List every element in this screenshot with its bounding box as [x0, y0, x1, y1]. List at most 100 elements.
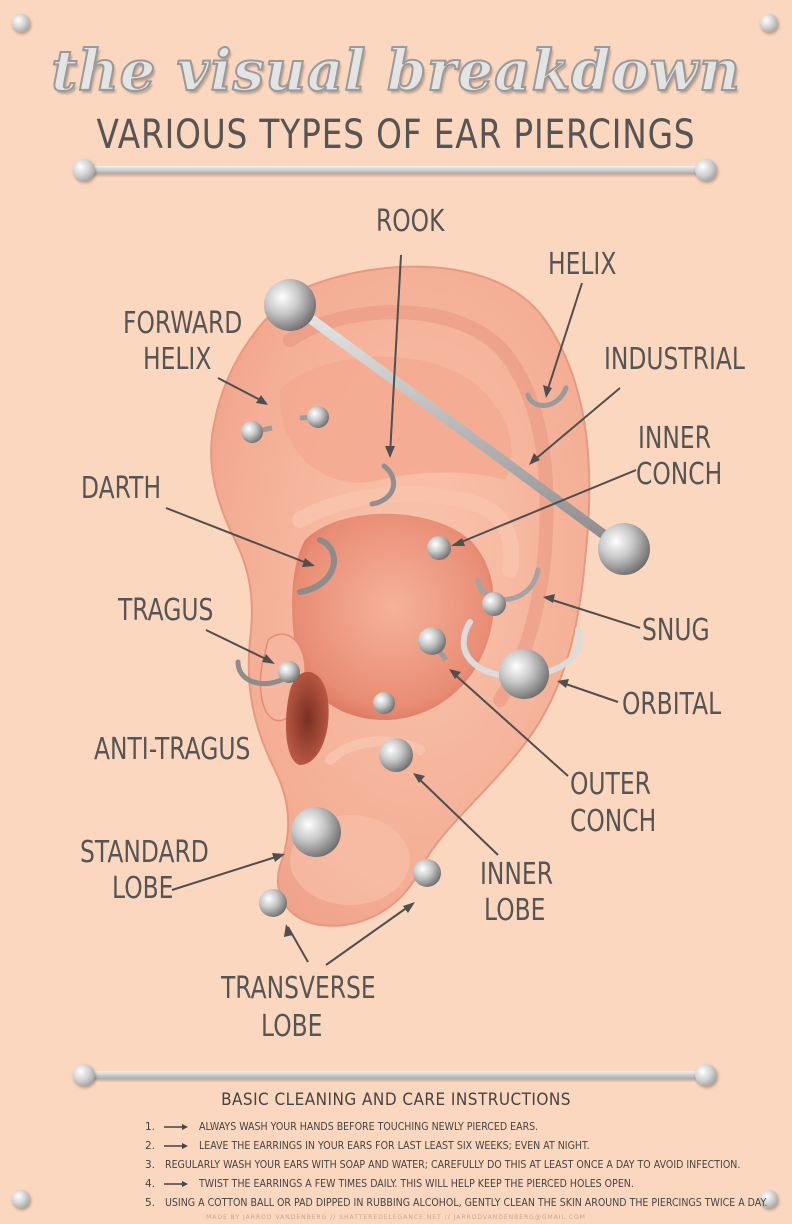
care-item-number: 2. [145, 1139, 156, 1152]
arrowhead-helix [543, 385, 552, 398]
concha-bowl [292, 513, 494, 720]
label-standard-lobe-line2: LOBE [112, 871, 174, 906]
top-divider-bar [86, 166, 706, 174]
arrowhead-forward-helix [256, 395, 268, 405]
label-inner-conch-line2: CONCH [636, 457, 723, 492]
helix-ring [525, 385, 569, 408]
leader-orbital [559, 681, 619, 703]
rook-ring [369, 463, 396, 507]
label-forward-helix-line1: FORWARD [123, 306, 243, 341]
care-item-text: TWIST THE EARRINGS A FEW TIMES DAILY. TH… [199, 1177, 634, 1190]
label-inner-lobe-line1: INNER [480, 857, 553, 892]
snug-ring [475, 567, 541, 602]
antihelix-ridge [292, 486, 520, 578]
leader-arrowheads [256, 385, 569, 937]
bottom-divider-ball-left [73, 1064, 95, 1086]
arrowhead-transverse-left [284, 924, 293, 937]
label-outer-conch-line2: CONCH [570, 804, 657, 839]
label-inner-lobe-line2: LOBE [484, 893, 546, 928]
leader-snug [545, 597, 641, 629]
tragus-ball [278, 661, 300, 683]
forward-helix-stud-1 [241, 421, 263, 443]
arrowhead-inner-conch [451, 538, 465, 546]
industrial-ball-bottom [598, 523, 650, 575]
leader-helix [545, 282, 583, 396]
label-industrial: INDUSTRIAL [604, 342, 745, 377]
anti-tragus-stud [373, 692, 395, 714]
leader-inner-conch [453, 469, 637, 546]
bottom-divider-bar [86, 1071, 706, 1079]
label-transverse-lobe-line1: TRANSVERSE [221, 971, 376, 1006]
arrow-right-icon [164, 1123, 188, 1130]
care-item: 3. REGULARLY WASH YOUR EARS WITH SOAP AN… [145, 1155, 755, 1174]
arrowhead-snug [543, 594, 555, 603]
corner-screw-bottom-left [12, 1190, 30, 1208]
care-item-text: REGULARLY WASH YOUR EARS WITH SOAP AND W… [165, 1158, 741, 1171]
care-item: 4. TWIST THE EARRINGS A FEW TIMES DAILY.… [145, 1174, 755, 1193]
care-item-number: 5. [145, 1196, 156, 1209]
arrow-right-icon [164, 1180, 188, 1187]
page-title: VARIOUS TYPES OF EAR PIERCINGS [96, 112, 696, 158]
label-outer-conch-line1: OUTER [570, 767, 651, 802]
label-darth: DARTH [81, 471, 162, 506]
care-item-number: 3. [145, 1158, 156, 1171]
arrowhead-inner-lobe [413, 773, 425, 783]
orbital-ball [499, 649, 549, 699]
leader-outer-conch [451, 671, 569, 777]
leader-lines [165, 254, 641, 966]
care-item-number: 4. [145, 1177, 156, 1190]
forward-helix-stud-2 [307, 406, 329, 428]
leader-industrial [531, 387, 621, 463]
arrow-right-icon [164, 1142, 188, 1149]
ear-canal [285, 671, 329, 765]
leader-inner-lobe [415, 775, 499, 856]
top-divider-ball-left [73, 159, 95, 181]
label-orbital: ORBITAL [622, 687, 722, 722]
inner-lobe-stud [379, 738, 413, 772]
label-tragus: TRAGUS [118, 593, 214, 628]
industrial-ball-top [264, 279, 316, 331]
arrowhead-standard-lobe [272, 853, 285, 862]
label-helix: HELIX [548, 247, 617, 282]
leader-darth [165, 507, 313, 566]
care-item-text: USING A COTTON BALL OR PAD DIPPED IN RUB… [165, 1196, 768, 1209]
credit-line: MADE BY JARROD VANDENBERG // SHATTEREDEL… [206, 1214, 586, 1221]
outer-conch-stud [418, 627, 446, 655]
label-standard-lobe-line1: STANDARD [80, 835, 209, 870]
care-instructions-list: 1. ALWAYS WASH YOUR HANDS BEFORE TOUCHIN… [145, 1117, 767, 1212]
leader-rook [389, 254, 402, 456]
care-item: 5. USING A COTTON BALL OR PAD DIPPED IN … [145, 1193, 767, 1212]
arrowhead-darth [302, 558, 315, 567]
darth-ring [297, 537, 337, 595]
top-divider-ball-right [695, 159, 717, 181]
arrowhead-orbital [557, 679, 569, 688]
corner-screw-bottom-right [760, 1190, 778, 1208]
care-item: 2. LEAVE THE EARRINGS IN YOUR EARS FOR L… [145, 1136, 755, 1155]
arrowhead-industrial [529, 453, 540, 465]
corner-screw-top-left [12, 14, 30, 32]
leader-forward-helix [217, 377, 267, 404]
inner-conch-stud [427, 536, 451, 560]
care-instructions-title: BASIC CLEANING AND CARE INSTRUCTIONS [221, 1090, 571, 1110]
bottom-divider-ball-right [695, 1064, 717, 1086]
helix-fold [283, 305, 554, 707]
arrowhead-rook [385, 446, 395, 458]
leader-standard-lobe [171, 854, 283, 891]
care-item-text: ALWAYS WASH YOUR HANDS BEFORE TOUCHING N… [199, 1120, 539, 1133]
upper-fossa [279, 356, 512, 483]
label-snug: SNUG [642, 613, 710, 648]
care-item-text: LEAVE THE EARRINGS IN YOUR EARS FOR LAST… [199, 1139, 590, 1152]
standard-lobe-stud [291, 807, 341, 857]
leader-tragus [205, 629, 273, 663]
care-item-number: 1. [145, 1120, 156, 1133]
transverse-lobe-ball-right [413, 859, 441, 887]
label-anti-tragus: ANTI-TRAGUS [94, 732, 251, 767]
arrowhead-tragus [262, 654, 275, 664]
title-script: the visual breakdown [50, 37, 741, 105]
industrial-bar [287, 300, 627, 553]
label-inner-conch-line1: INNER [638, 421, 711, 456]
arrowhead-outer-conch [449, 669, 461, 679]
transverse-lobe-ball-left [259, 889, 287, 917]
